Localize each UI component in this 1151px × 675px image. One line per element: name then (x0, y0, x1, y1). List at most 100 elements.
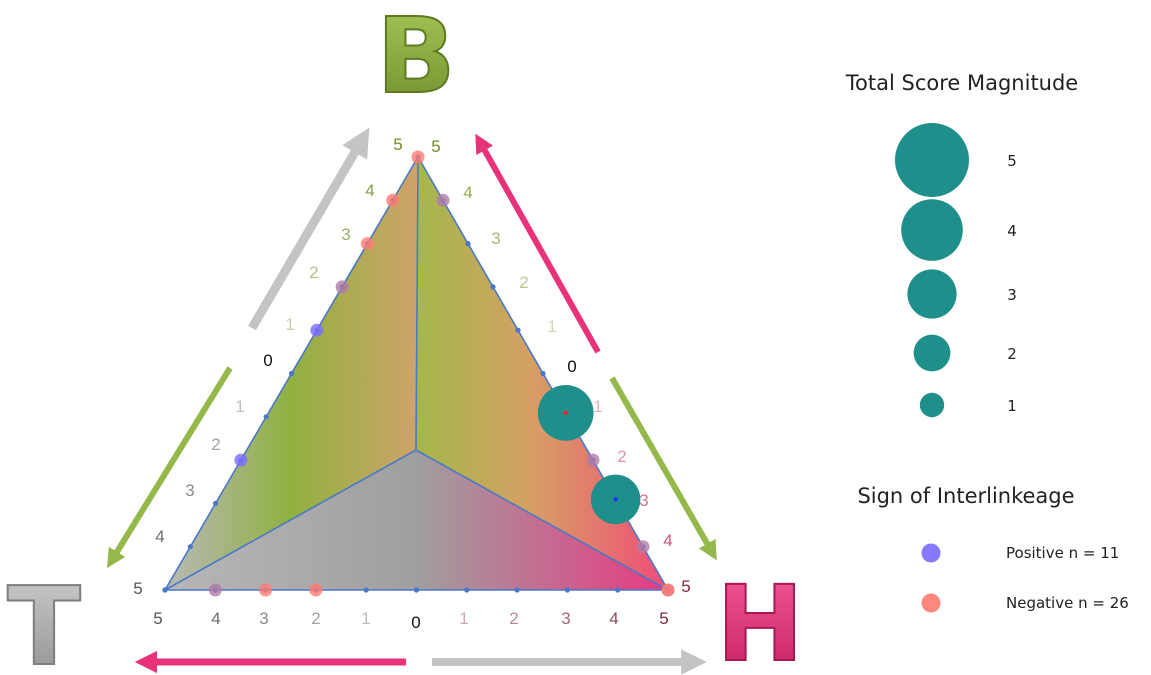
edge-tick (514, 587, 520, 593)
vertex-label-h: H (716, 563, 803, 675)
legend-size-circle (901, 199, 963, 261)
triangle-edge (415, 449, 669, 591)
legend-size-circle (919, 392, 945, 418)
bottom-axis-label: 3 (259, 609, 268, 628)
legend-sign-label: Positive n = 11 (1006, 544, 1119, 562)
edge-marker-mixed (636, 540, 650, 554)
bottom-axis-label: 0 (411, 613, 420, 632)
left-axis-label: 3 (341, 225, 350, 244)
edge-tick (564, 587, 571, 593)
triangle-edge (164, 449, 417, 591)
arrow-green-down-right (609, 376, 717, 561)
legend-size-label: 3 (1007, 286, 1017, 304)
corner-label-b: 5 (431, 137, 440, 156)
triangle-regions (164, 156, 669, 591)
left-axis-label: 3 (185, 481, 194, 500)
triangle-edge (415, 156, 419, 451)
left-axis-label: 1 (285, 315, 294, 334)
left-axis-label: 5 (393, 135, 402, 154)
vertex-label-t: T (7, 565, 81, 675)
legend-size-label: 1 (1007, 397, 1017, 415)
legend-sign-dot-negative (921, 593, 941, 613)
bottom-axis-label: 1 (361, 609, 370, 628)
corner-label-h: 5 (681, 577, 690, 596)
edge-tick (540, 370, 546, 377)
arrow-gray-up (248, 127, 370, 331)
left-axis-label: 2 (309, 263, 318, 282)
legend-size-circle (895, 123, 969, 197)
legend-sign-dot-positive (921, 543, 941, 563)
bottom-axis-label: 2 (509, 609, 518, 628)
interior-sign-dot-positive (613, 497, 618, 502)
bottom-axis-label: 4 (211, 609, 220, 628)
edge-marker-mixed (586, 453, 600, 467)
right-axis-label: 1 (593, 397, 602, 416)
corner-label-t: 5 (133, 579, 142, 598)
legend-sign-title: Sign of Interlinkeage (857, 484, 1074, 508)
left-axis-label: 2 (211, 435, 220, 454)
edge-marker-mixed (335, 280, 349, 294)
legend-size-circle (913, 334, 951, 372)
bottom-axis-label: 5 (153, 609, 162, 628)
arrow-pink-up-left (475, 133, 601, 354)
legend-size-label: 4 (1007, 222, 1017, 240)
right-axis-label: 2 (617, 447, 626, 466)
edge-markers (208, 150, 675, 597)
edge-tick (363, 587, 369, 593)
bottom-axis-label: 5 (659, 609, 668, 628)
edge-marker-negative (411, 150, 425, 164)
legend-size-title: Total Score Magnitude (845, 71, 1078, 95)
edge-tick (162, 587, 168, 593)
left-axis-label: 4 (365, 181, 374, 200)
region-t-h (165, 450, 668, 590)
vertex-label-b: B (376, 0, 455, 117)
bottom-axis-label: 2 (311, 609, 320, 628)
right-axis-label: 2 (519, 273, 528, 292)
edge-tick (465, 241, 471, 247)
legend-sign-label: Negative n = 26 (1006, 594, 1129, 612)
legend-size-label: 2 (1007, 345, 1017, 363)
legend: Total Score Magnitude 5 4 3 2 1 Sign of Inte… (845, 71, 1129, 613)
legend-sign-scale: Positive n = 11 Negative n = 26 (921, 543, 1129, 613)
bottom-axis-label: 3 (561, 609, 570, 628)
edge-marker-mixed (436, 193, 450, 207)
edge-tick (263, 414, 269, 420)
right-axis-label: 3 (491, 229, 500, 248)
arrow-green-down-left (106, 366, 233, 569)
interior-sign-dot-negative (563, 410, 568, 416)
left-axis-label: 0 (263, 351, 272, 370)
right-axis-label: 4 (463, 183, 472, 202)
edge-marker-negative (309, 583, 323, 597)
interior-markers (537, 385, 641, 525)
edge-tick (413, 587, 420, 593)
legend-size-label: 5 (1007, 152, 1017, 170)
right-axis-label: 4 (663, 531, 672, 550)
edge-marker-negative (386, 193, 400, 207)
bottom-axis-label: 1 (459, 609, 468, 628)
edge-tick (288, 370, 295, 377)
edge-marker-negative (360, 237, 374, 251)
edge-marker-positive (234, 453, 248, 467)
edge-tick (187, 544, 193, 550)
right-axis-label: 0 (567, 357, 576, 376)
left-axis-label: 4 (155, 527, 164, 546)
vertex-letters: B T H (6, 0, 804, 675)
right-axis-label: 3 (639, 491, 648, 510)
edge-marker-positive (310, 323, 324, 337)
direction-arrows (106, 127, 717, 675)
edge-tick (213, 500, 219, 506)
edge-marker-mixed (208, 583, 222, 597)
right-axis-label: 1 (547, 317, 556, 336)
edge-marker-negative (661, 583, 675, 597)
left-axis-label: 1 (235, 397, 244, 416)
legend-size-scale: 5 4 3 2 1 (895, 123, 1017, 418)
legend-size-circle (907, 269, 957, 319)
edge-tick (515, 327, 521, 333)
edge-tick (615, 587, 621, 593)
edge-tick (464, 587, 470, 593)
edge-marker-negative (259, 583, 273, 597)
bottom-axis-label: 4 (609, 609, 618, 628)
edge-tick (490, 284, 496, 290)
